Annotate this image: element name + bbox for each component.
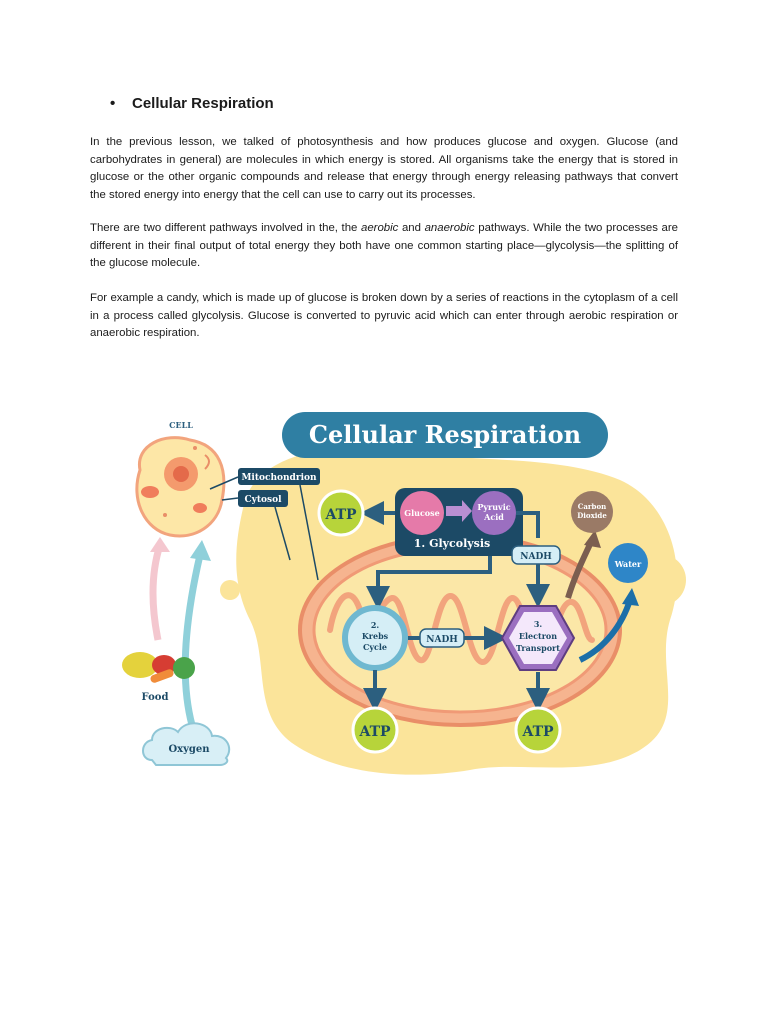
p2-text-b: and [398, 222, 425, 234]
cell-label: CELL [169, 420, 193, 430]
carbon-label-line1: Carbon [578, 502, 606, 511]
nadh-middle: NADH [408, 626, 508, 650]
atp-bottom-right-label: ATP [521, 724, 554, 740]
mitochondrion-tag: Mitochondrion [209, 468, 320, 581]
term-aerobic: aerobic [361, 222, 399, 234]
oxygen-arrow-head [190, 540, 211, 561]
glycolysis-arrow [446, 500, 472, 522]
atp-bottom-left: ATP [351, 670, 399, 754]
electron-transport: 3. Electron Transport [500, 605, 576, 671]
blob-dot [220, 580, 240, 600]
pyruvic-acid-node [472, 491, 516, 535]
paragraph-pathways: There are two different pathways involve… [90, 220, 678, 273]
cytosol-label: Cytosol [244, 495, 282, 505]
food-label: Food [142, 692, 169, 703]
glucose-node [400, 491, 444, 535]
atp-top-label: ATP [324, 507, 357, 523]
pyruvic-label-line2: Acid [483, 512, 504, 522]
paragraph-example: For example a candy, which is made up of… [90, 292, 678, 339]
bullet: • [110, 95, 116, 112]
glucose-label: Glucose [404, 508, 440, 518]
food-illustration: Food [122, 652, 195, 703]
diagram-title-banner: Cellular Respiration [282, 412, 608, 458]
water: Water [578, 543, 648, 663]
electron-label-line2: Electron [519, 631, 557, 641]
krebs-label-line1: 2. [371, 620, 380, 630]
nadh-top: NADH [511, 545, 561, 608]
p2-text-a: There are two different pathways involve… [90, 222, 361, 234]
atp-bottom-left-label: ATP [358, 724, 391, 740]
food-arrow-head [150, 537, 170, 552]
cell-illustration: CELL [135, 420, 226, 538]
oxygen-cloud: Oxygen [142, 722, 231, 766]
water-label: Water [614, 559, 642, 569]
krebs-label-line3: Cycle [363, 642, 387, 652]
glycolysis-group: Glucose Pyruvic Acid 1. Glycolysis [395, 488, 523, 556]
pyruvate-to-krebs-arrow [366, 556, 492, 610]
carbon-dioxide: Carbon Dioxide [565, 491, 613, 599]
mitochondrion-label: Mitochondrion [241, 473, 317, 483]
glycolysis-label: 1. Glycolysis [414, 537, 490, 550]
nadh-top-label: NADH [520, 552, 552, 562]
carbon-label-line2: Dioxide [577, 511, 607, 520]
electron-label-line3: Transport [516, 643, 560, 653]
krebs-cycle: 2. Krebs Cycle [342, 605, 408, 671]
glycolysis-to-nadh-line [516, 511, 540, 538]
term-anaerobic: anaerobic [424, 222, 475, 234]
p2-text-c: pathways. While the two processes are di… [90, 222, 678, 269]
nadh-middle-label: NADH [426, 635, 458, 645]
section-title: Cellular Respiration [132, 95, 274, 112]
atp-bottom-right: ATP [514, 672, 562, 754]
atp-top: ATP [317, 489, 395, 537]
krebs-label-line2: Krebs [362, 631, 389, 641]
oxygen-label: Oxygen [168, 744, 210, 755]
section-heading: • Cellular Respiration [110, 95, 274, 112]
food-arrow [149, 543, 164, 641]
electron-label-line1: 3. [534, 619, 543, 629]
pyruvic-label-line1: Pyruvic [477, 502, 510, 512]
cytosol-tag: Cytosol [221, 490, 291, 561]
oxygen-arrow [181, 554, 204, 726]
paragraph-intro: In the previous lesson, we talked of pho… [90, 136, 678, 201]
diagram-title: Cellular Respiration [309, 420, 581, 449]
